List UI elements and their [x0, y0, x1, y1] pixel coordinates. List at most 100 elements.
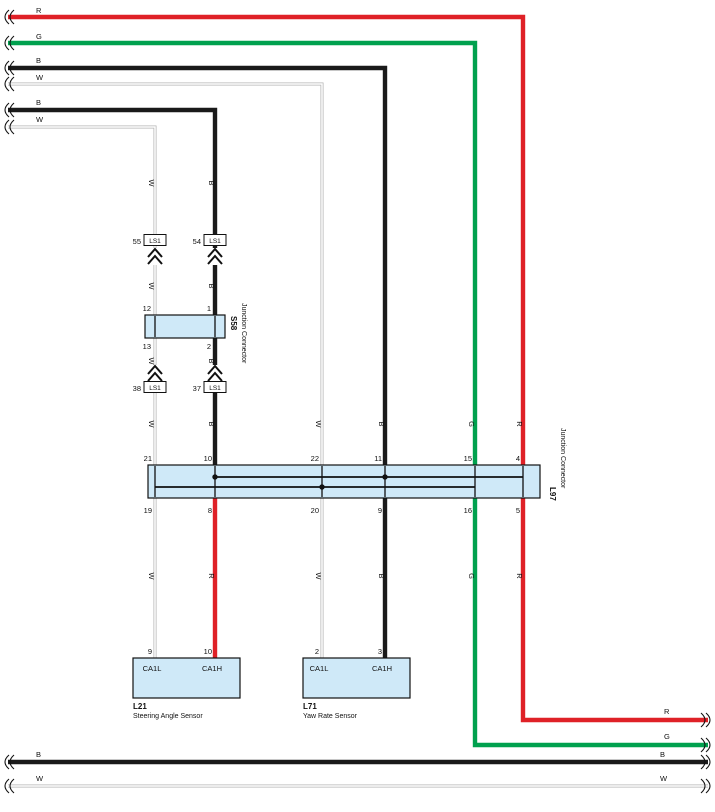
- wire-color-label: B: [377, 421, 386, 426]
- wire-break-icon: [4, 119, 15, 135]
- s58-internal-wires: [154, 316, 216, 337]
- wire-color-label: W: [660, 774, 668, 783]
- ls1-connector-label: LS1: [209, 238, 221, 245]
- l97-pin-number: 8: [208, 506, 212, 515]
- s58-id-label: S58: [229, 316, 238, 331]
- wire-color-label: G: [36, 32, 42, 41]
- wire-color-label: G: [467, 573, 476, 579]
- l97-pin-number: 4: [516, 454, 520, 463]
- l97-junction-connector-box: [147, 464, 541, 499]
- wire-break-icon: [4, 9, 15, 25]
- ls1-pin-number: 55: [133, 237, 141, 246]
- l97-pin-number: 20: [311, 506, 319, 515]
- wire-white-can-low-yaw-outline: [8, 82, 324, 658]
- wire-color-label: W: [147, 357, 156, 365]
- ls1-connector-label: LS1: [209, 385, 221, 392]
- s58-junction-connector-box: [144, 314, 226, 339]
- wire-color-label: B: [207, 421, 216, 426]
- wire-color-label: W: [36, 774, 44, 783]
- wire-color-label: B: [207, 180, 216, 185]
- wire-color-label: B: [207, 358, 216, 363]
- s58-name-label: Junction Connector: [240, 303, 247, 364]
- wire-color-label: W: [147, 572, 156, 580]
- l71-terminal-label: CA1H: [372, 664, 392, 673]
- wire-red-can-high: [8, 14, 708, 723]
- l21-name-label: Steering Angle Sensor: [133, 713, 203, 720]
- l97-pin-number: 19: [144, 506, 152, 515]
- ls1-pin-number: 38: [133, 384, 141, 393]
- wire-color-label: R: [664, 707, 670, 716]
- l97-pin-number: 21: [144, 454, 152, 463]
- wire-color-label: G: [467, 421, 476, 427]
- wire-break-icon: [4, 778, 15, 794]
- wire-color-label: W: [147, 179, 156, 187]
- wire-color-label: B: [377, 573, 386, 578]
- wire-break-icon: [4, 60, 15, 76]
- wire-break-icon: [700, 754, 711, 770]
- wire-break-icon: [4, 102, 15, 118]
- l71-pin-number: 3: [378, 647, 382, 656]
- wire-break-icon: [700, 712, 711, 728]
- l97-internal-wires: [154, 466, 524, 497]
- l71-id-label: L71: [303, 702, 317, 711]
- l97-pin-number: 11: [374, 454, 382, 463]
- wire-color-label: B: [36, 750, 41, 759]
- wire-color-label: B: [36, 98, 41, 107]
- l97-pin-number: 9: [378, 506, 382, 515]
- shield-arrow-icon: [147, 364, 163, 382]
- wire-green-can-low: [8, 40, 708, 748]
- junction-dot: [319, 484, 325, 490]
- wire-break-icon: [700, 737, 711, 753]
- l97-id-label: L97: [548, 487, 557, 501]
- l97-pin-number: 22: [311, 454, 319, 463]
- wire-color-label: B: [207, 283, 216, 288]
- wire-color-label: R: [207, 573, 216, 579]
- wire-color-label: W: [314, 420, 323, 428]
- ls1-connector-label: LS1: [149, 385, 161, 392]
- l97-pin-number: 15: [464, 454, 472, 463]
- junction-dot: [382, 474, 388, 480]
- wire-white-can-low-yaw-core: [8, 83, 323, 658]
- wire-color-label: R: [36, 6, 42, 15]
- wire-color-label: W: [147, 420, 156, 428]
- l71-pin-number: 2: [315, 647, 319, 656]
- wire-color-label: W: [147, 282, 156, 290]
- wire-break-icon: [4, 76, 15, 92]
- wire-color-label: G: [664, 732, 670, 741]
- shield-arrow-icon: [147, 247, 163, 265]
- wire-break-icon: [4, 754, 15, 770]
- ls1-connector-box: [143, 381, 167, 393]
- l21-id-label: L21: [133, 702, 147, 711]
- wire-color-label: W: [314, 572, 323, 580]
- l97-pin-number: 16: [464, 506, 472, 515]
- l71-sensor-box: [302, 657, 411, 699]
- l97-name-label: Junction Connector: [559, 428, 566, 489]
- l21-pin-number: 9: [148, 647, 152, 656]
- wire-color-label: R: [515, 421, 524, 427]
- ls1-pin-number: 37: [193, 384, 201, 393]
- wire-color-label: W: [36, 73, 44, 82]
- l71-name-label: Yaw Rate Sensor: [303, 713, 358, 720]
- s58-pin-number: 13: [143, 342, 151, 351]
- s58-pin-number: 12: [143, 304, 151, 313]
- wire-break-icon: [700, 778, 711, 794]
- l97-pin-number: 10: [204, 454, 212, 463]
- l71-terminal-label: CA1L: [310, 664, 329, 673]
- s58-pin-number: 2: [207, 342, 211, 351]
- wire-color-label: B: [660, 750, 665, 759]
- ls1-connector-box: [203, 381, 227, 393]
- ls1-connector-label: LS1: [149, 238, 161, 245]
- l21-sensor-box: [132, 657, 241, 699]
- l21-terminal-label: CA1L: [143, 664, 162, 673]
- junction-dot: [212, 474, 218, 480]
- wire-color-label: W: [36, 115, 44, 124]
- l21-pin-number: 10: [204, 647, 212, 656]
- wire-black-can-high-steering: [8, 107, 218, 478]
- wire-break-icon: [4, 35, 15, 51]
- l21-terminal-label: CA1H: [202, 664, 222, 673]
- ls1-connector-box: [143, 234, 167, 246]
- s58-pin-number: 1: [207, 304, 211, 313]
- shield-arrow-icon: [207, 364, 223, 382]
